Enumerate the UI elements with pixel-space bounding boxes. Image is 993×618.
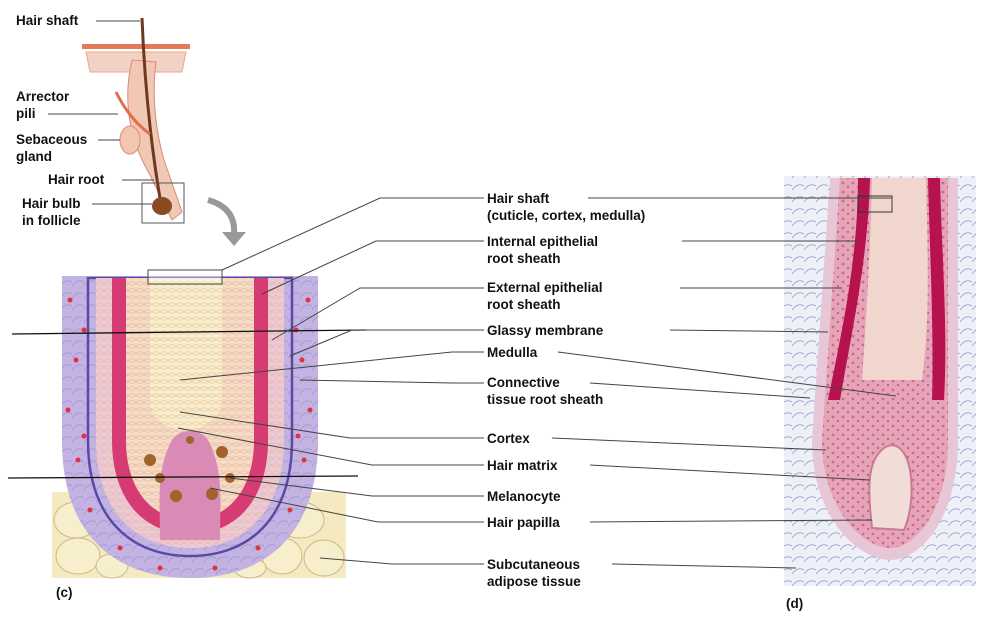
label-internal-sheath-line2: root sheath [487,251,561,266]
label-cortex: Cortex [487,431,530,446]
label-sebaceous-line1: Sebaceous [16,132,87,147]
label-hair-matrix: Hair matrix [487,458,558,473]
shaft-indicator-box [148,270,222,284]
overview-illustration [82,18,246,246]
skin-surface [82,44,190,49]
follicle-diagram: (c) [8,270,366,600]
label-subcutaneous-line2: adipose tissue [487,574,581,589]
hair-papilla [160,431,221,540]
panel-label-c: (c) [56,585,73,600]
label-arrector-line1: Arrector [16,89,70,104]
leader-connective-left [300,380,484,383]
label-internal-sheath-line1: Internal epithelial [487,234,598,249]
label-overview-hair-root: Hair root [48,172,105,187]
leader-connective-right [590,383,810,398]
label-arrector-line2: pili [16,106,36,121]
label-external-sheath-line1: External epithelial [487,280,603,295]
zoom-arrow [208,200,234,234]
zoom-arrow-head [222,232,246,246]
label-connective-line2: tissue root sheath [487,392,603,407]
leader-subcutaneous-right [612,564,796,568]
label-hair-shaft-line1: Hair shaft [487,191,550,206]
label-hair-shaft-line2: (cuticle, cortex, medulla) [487,208,645,223]
histology-papilla [869,445,911,530]
label-sebaceous-line2: gland [16,149,52,164]
overview-bulb [152,197,172,215]
label-subcutaneous-line1: Subcutaneous [487,557,580,572]
label-glassy-membrane: Glassy membrane [487,323,604,338]
label-hair-papilla: Hair papilla [487,515,560,530]
label-hair-bulb-line2: in follicle [22,213,81,228]
label-connective-line1: Connective [487,375,560,390]
histology-shaft [862,178,928,380]
callout-labels: Hair shaft (cuticle, cortex, medulla) In… [487,191,645,589]
panel-label-d: (d) [786,596,803,611]
label-medulla: Medulla [487,345,538,360]
label-overview-hair-shaft: Hair shaft [16,13,79,28]
label-external-sheath-line2: root sheath [487,297,561,312]
label-hair-bulb-line1: Hair bulb [22,196,81,211]
overview-sebaceous-gland [120,126,140,154]
label-melanocyte: Melanocyte [487,489,561,504]
leader-shaft-left [222,198,484,270]
